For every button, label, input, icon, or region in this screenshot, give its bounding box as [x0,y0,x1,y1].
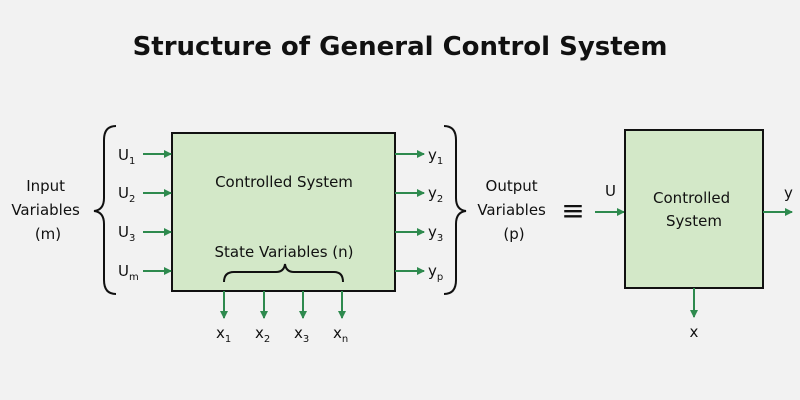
output-y1: y1 [395,146,443,167]
page-title: Structure of General Control System [133,32,668,62]
svg-text:Um: Um [118,262,139,283]
output-y2: y2 [395,184,443,205]
state-x3: x3 [294,291,309,345]
input-um: Um [118,262,172,283]
input-variables-label: Input Variables (m) [11,177,84,243]
state-x1: x1 [216,291,231,345]
controlled-system-box-simplified [624,129,764,289]
svg-text:yp: yp [428,262,443,283]
equivalence-symbol: ≡ [561,194,584,227]
output-y3: y3 [395,223,443,244]
svg-text:x1: x1 [216,324,231,345]
general-system-diagram: Input Variables (m) Controlled System St… [11,125,550,345]
output-brace [443,125,467,295]
state-x-label: x [690,323,699,341]
output-variables-label: Output Variables (p) [477,177,550,243]
svg-text:xn: xn [333,324,348,345]
input-u1: U1 [118,146,172,167]
svg-text:U1: U1 [118,146,135,167]
simplified-system-diagram: U Controlled System y x [595,129,793,341]
state-brace [223,263,344,283]
input-u2: U2 [118,184,172,205]
svg-text:y2: y2 [428,184,443,205]
input-u3: U3 [118,223,172,244]
svg-text:y1: y1 [428,146,443,167]
state-variables-label: State Variables (n) [215,243,354,261]
state-xn: xn [333,291,348,345]
svg-text:x2: x2 [255,324,270,345]
output-yp: yp [395,262,443,283]
controlled-system-label-simplified: Controlled System [653,189,735,230]
input-u-label: U [605,182,616,200]
svg-text:U2: U2 [118,184,135,205]
input-brace [93,125,117,295]
controlled-system-box [171,132,396,292]
output-y-label: y [784,184,793,202]
svg-text:y3: y3 [428,223,443,244]
svg-text:U3: U3 [118,223,135,244]
controlled-system-label: Controlled System [215,173,353,191]
state-x2: x2 [255,291,270,345]
svg-text:x3: x3 [294,324,309,345]
